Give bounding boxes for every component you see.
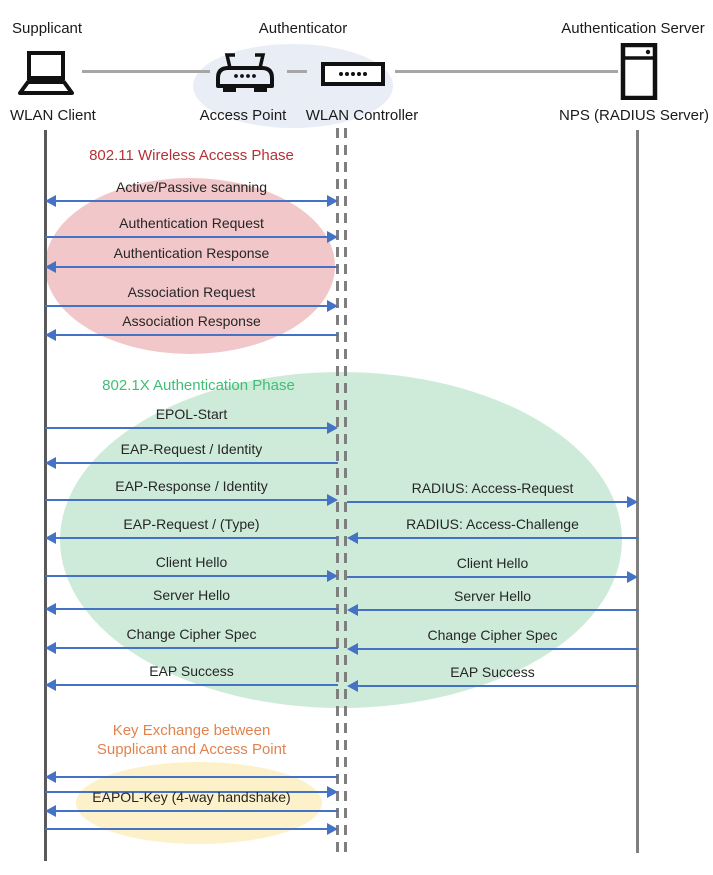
message-label: Association Response: [122, 313, 261, 329]
wireless-access-phase-title: 802.11 Wireless Access Phase: [89, 147, 294, 164]
message-arrow: [45, 642, 338, 654]
message-arrow: [45, 494, 338, 506]
server-icon: [620, 43, 658, 100]
device-label-wlan-client: WLAN Client: [10, 107, 96, 124]
message-label: EAP-Response / Identity: [115, 478, 268, 494]
connector-line: [395, 70, 618, 73]
wlan-controller-icon: [321, 62, 385, 86]
message-arrow: [347, 680, 638, 692]
key-exchange-phase-title-line1: Key Exchange between: [112, 722, 271, 739]
message-label: RADIUS: Access-Challenge: [406, 516, 579, 532]
message-label: Server Hello: [453, 588, 532, 604]
lifeline-nps-server: [636, 130, 639, 853]
message-label: EAPOL-Key (4-way handshake): [92, 789, 291, 805]
message-arrow: [45, 195, 338, 207]
message-arrow: [45, 422, 338, 434]
message-arrow: [45, 300, 338, 312]
message-label: Client Hello: [155, 554, 228, 570]
lifeline-wlan-controller-dashed: [344, 128, 347, 854]
device-label-access-point: Access Point: [199, 107, 287, 124]
message-arrow: [45, 786, 338, 798]
message-arrow: [347, 532, 638, 544]
message-arrow: [45, 771, 338, 783]
key-exchange-phase-title-line2: Supplicant and Access Point: [96, 741, 287, 758]
message-label: Server Hello: [152, 587, 231, 603]
key-exchange-phase-ellipse: [76, 762, 322, 844]
lifeline-wlan-controller-dashed: [336, 128, 339, 854]
message-arrow: [347, 496, 638, 508]
message-arrow: [347, 604, 638, 616]
message-label: Active/Passive scanning: [116, 179, 267, 195]
message-label: EAP Success: [450, 664, 535, 680]
message-arrow: [45, 805, 338, 817]
message-label: EAP-Request / (Type): [123, 516, 260, 532]
device-label-nps-radius-server: NPS (RADIUS Server): [558, 107, 710, 124]
role-label-authenticator: Authenticator: [258, 20, 348, 37]
laptop-icon: [18, 51, 74, 95]
message-label: Association Request: [127, 284, 256, 300]
device-label-wlan-controller: WLAN Controller: [305, 107, 419, 124]
access-point-icon: [216, 53, 274, 92]
message-label: Authentication Response: [113, 245, 270, 261]
message-label: EAP Success: [149, 663, 234, 679]
message-label: EAP-Request / Identity: [120, 441, 263, 457]
lifeline-wlan-client: [44, 130, 47, 861]
message-arrow: [45, 532, 338, 544]
message-label: Authentication Request: [119, 215, 264, 231]
message-arrow: [347, 643, 638, 655]
message-label: RADIUS: Access-Request: [411, 480, 574, 496]
message-arrow: [45, 329, 338, 341]
message-arrow: [347, 571, 638, 583]
authentication-phase-title: 802.1X Authentication Phase: [102, 377, 295, 394]
message-label: EPOL-Start: [155, 406, 228, 422]
message-arrow: [45, 679, 338, 691]
message-arrow: [45, 231, 338, 243]
role-label-supplicant: Supplicant: [12, 20, 83, 37]
connector-line: [82, 70, 210, 73]
message-arrow: [45, 261, 338, 273]
connector-line: [287, 70, 307, 73]
message-label: Change Cipher Spec: [126, 626, 257, 642]
message-arrow: [45, 457, 338, 469]
message-arrow: [45, 823, 338, 835]
message-arrow: [45, 603, 338, 615]
message-label: Client Hello: [456, 555, 529, 571]
message-arrow: [45, 570, 338, 582]
role-label-authentication-server: Authentication Server: [561, 20, 705, 37]
message-label: Change Cipher Spec: [427, 627, 558, 643]
